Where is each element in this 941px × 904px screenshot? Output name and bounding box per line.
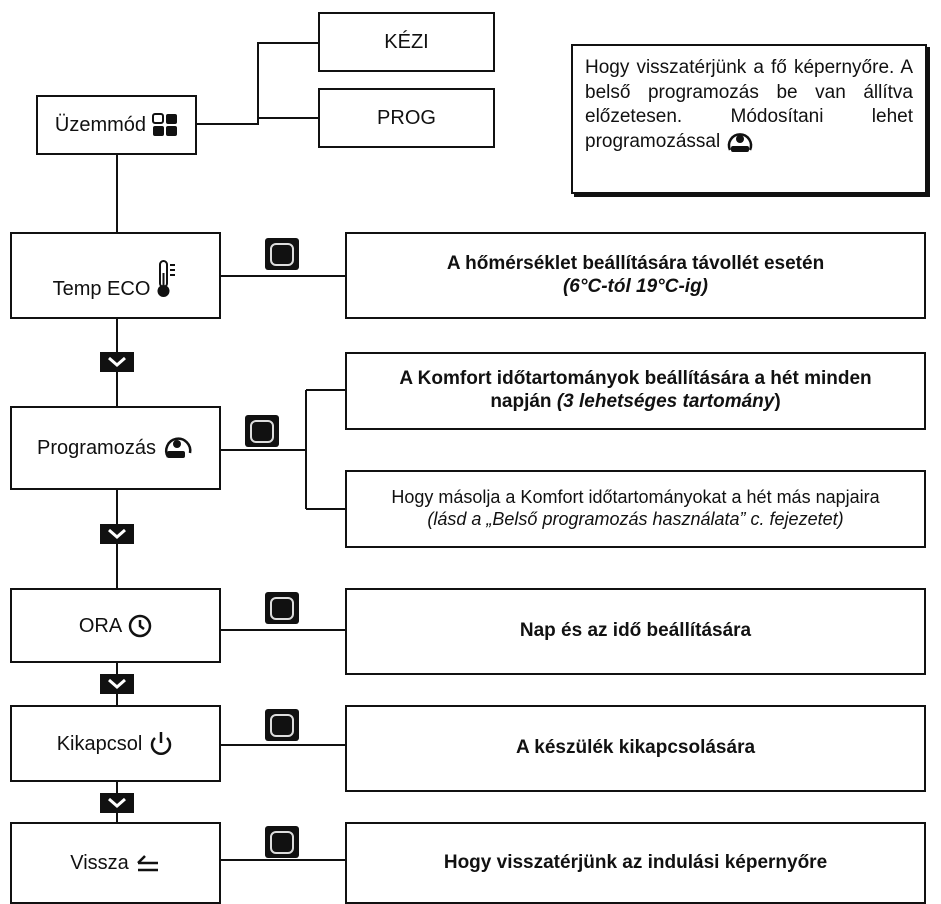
programming-desc1-ranges: (3 lehetséges tartomány (556, 391, 775, 412)
back-description: Hogy visszatérjünk az indulási képernyőr… (345, 822, 926, 904)
option-manual-label: KÉZI (384, 31, 429, 53)
menu-item-temp-eco[interactable]: Temp ECO (10, 232, 221, 319)
chevron-down-icon (100, 793, 134, 813)
option-prog[interactable]: PROG (318, 88, 495, 148)
option-prog-label: PROG (377, 107, 436, 129)
thermometer-icon (156, 259, 178, 299)
power-off-description: A készülék kikapcsolására (345, 705, 926, 792)
programming-desc1-line2: napján (3 lehetséges tartomány) (490, 391, 780, 414)
menu-item-clock[interactable]: ORA (10, 588, 221, 663)
ok-button-programming[interactable] (245, 415, 279, 447)
clock-description: Nap és az idő beállítására (345, 588, 926, 675)
chevron-down-icon (100, 524, 134, 544)
menu-item-power-off[interactable]: Kikapcsol (10, 705, 221, 782)
prog-note-text: Hogy visszatérjünk a fő képernyőre. A be… (585, 57, 913, 153)
programming-description-2: Hogy másolja a Komfort időtartományokat … (345, 470, 926, 548)
clock-icon (128, 614, 152, 638)
programming-icon (725, 130, 755, 154)
back-desc: Hogy visszatérjünk az indulási képernyőr… (443, 851, 828, 873)
temp-eco-desc: A hőmérséklet beállítására távollét eset… (446, 252, 825, 274)
programming-desc2-line2: (lásd a „Belső programozás használata” c… (427, 509, 844, 529)
temp-eco-range: (6°C-tól 19°C-ig) (562, 275, 709, 297)
menu-item-back[interactable]: Vissza (10, 822, 221, 904)
ok-button-temp-eco[interactable] (265, 238, 299, 270)
programming-label: Programozás (37, 437, 156, 459)
programming-desc2-line1: Hogy másolja a Komfort időtartományokat … (391, 487, 880, 508)
ok-button-power-off[interactable] (265, 709, 299, 741)
menu-item-programming[interactable]: Programozás (10, 406, 221, 490)
mode-menu-item[interactable]: Üzemmód (36, 95, 197, 155)
chevron-down-icon (100, 674, 134, 694)
programming-desc1-line1: A Komfort időtartományok beállítására a … (399, 368, 872, 390)
programming-desc1-close: ) (774, 391, 781, 412)
ok-button-back[interactable] (265, 826, 299, 858)
programming-description-1: A Komfort időtartományok beállítására a … (345, 352, 926, 430)
chevron-down-icon (100, 352, 134, 372)
power-off-label: Kikapcsol (56, 732, 143, 755)
mode-grid-icon (152, 113, 178, 137)
back-label: Vissza (70, 852, 129, 874)
option-manual[interactable]: KÉZI (318, 12, 495, 72)
programming-icon (162, 435, 194, 461)
clock-desc: Nap és az idő beállítására (519, 620, 752, 642)
power-icon (148, 730, 174, 758)
temp-eco-description: A hőmérséklet beállítására távollét eset… (345, 232, 926, 319)
clock-label: ORA (78, 614, 123, 637)
return-arrow-icon (135, 853, 161, 873)
prog-note: Hogy visszatérjünk a fő képernyőre. A be… (571, 44, 927, 194)
temp-eco-label: Temp ECO (52, 277, 151, 300)
ok-button-clock[interactable] (265, 592, 299, 624)
programming-desc1-day: napján (490, 391, 552, 412)
power-off-desc: A készülék kikapcsolására (515, 737, 756, 759)
mode-label: Üzemmód (54, 114, 147, 136)
